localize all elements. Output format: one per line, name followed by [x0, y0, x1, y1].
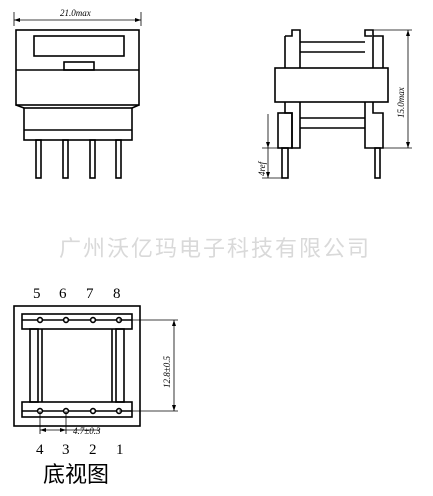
pin-number-8: 8 [113, 286, 121, 302]
pin-number-1: 1 [116, 442, 124, 458]
bottom-view: 5 6 7 8 12.8±0.5 [13, 286, 178, 488]
pin-number-3: 3 [62, 442, 70, 458]
width-dimension-label: 21.0max [60, 8, 91, 18]
front-view: 21.0max [13, 8, 142, 179]
bottom-view-caption: 底视图 [43, 463, 109, 488]
pin-number-2: 2 [89, 442, 97, 458]
side-view: 15.0max 4ref [257, 29, 412, 179]
pin-number-7: 7 [86, 286, 94, 302]
pin-number-4: 4 [36, 442, 44, 458]
pin-pitch-label: 4.7±0.3 [73, 426, 101, 436]
pin-number-6: 6 [59, 286, 67, 302]
pin-length-label: 4ref [257, 160, 267, 176]
height-dimension-label: 15.0max [396, 87, 406, 118]
pin-number-5: 5 [33, 286, 41, 302]
company-watermark: 广州沃亿玛电子科技有限公司 [59, 237, 371, 262]
row-spacing-label: 12.8±0.5 [162, 356, 172, 388]
